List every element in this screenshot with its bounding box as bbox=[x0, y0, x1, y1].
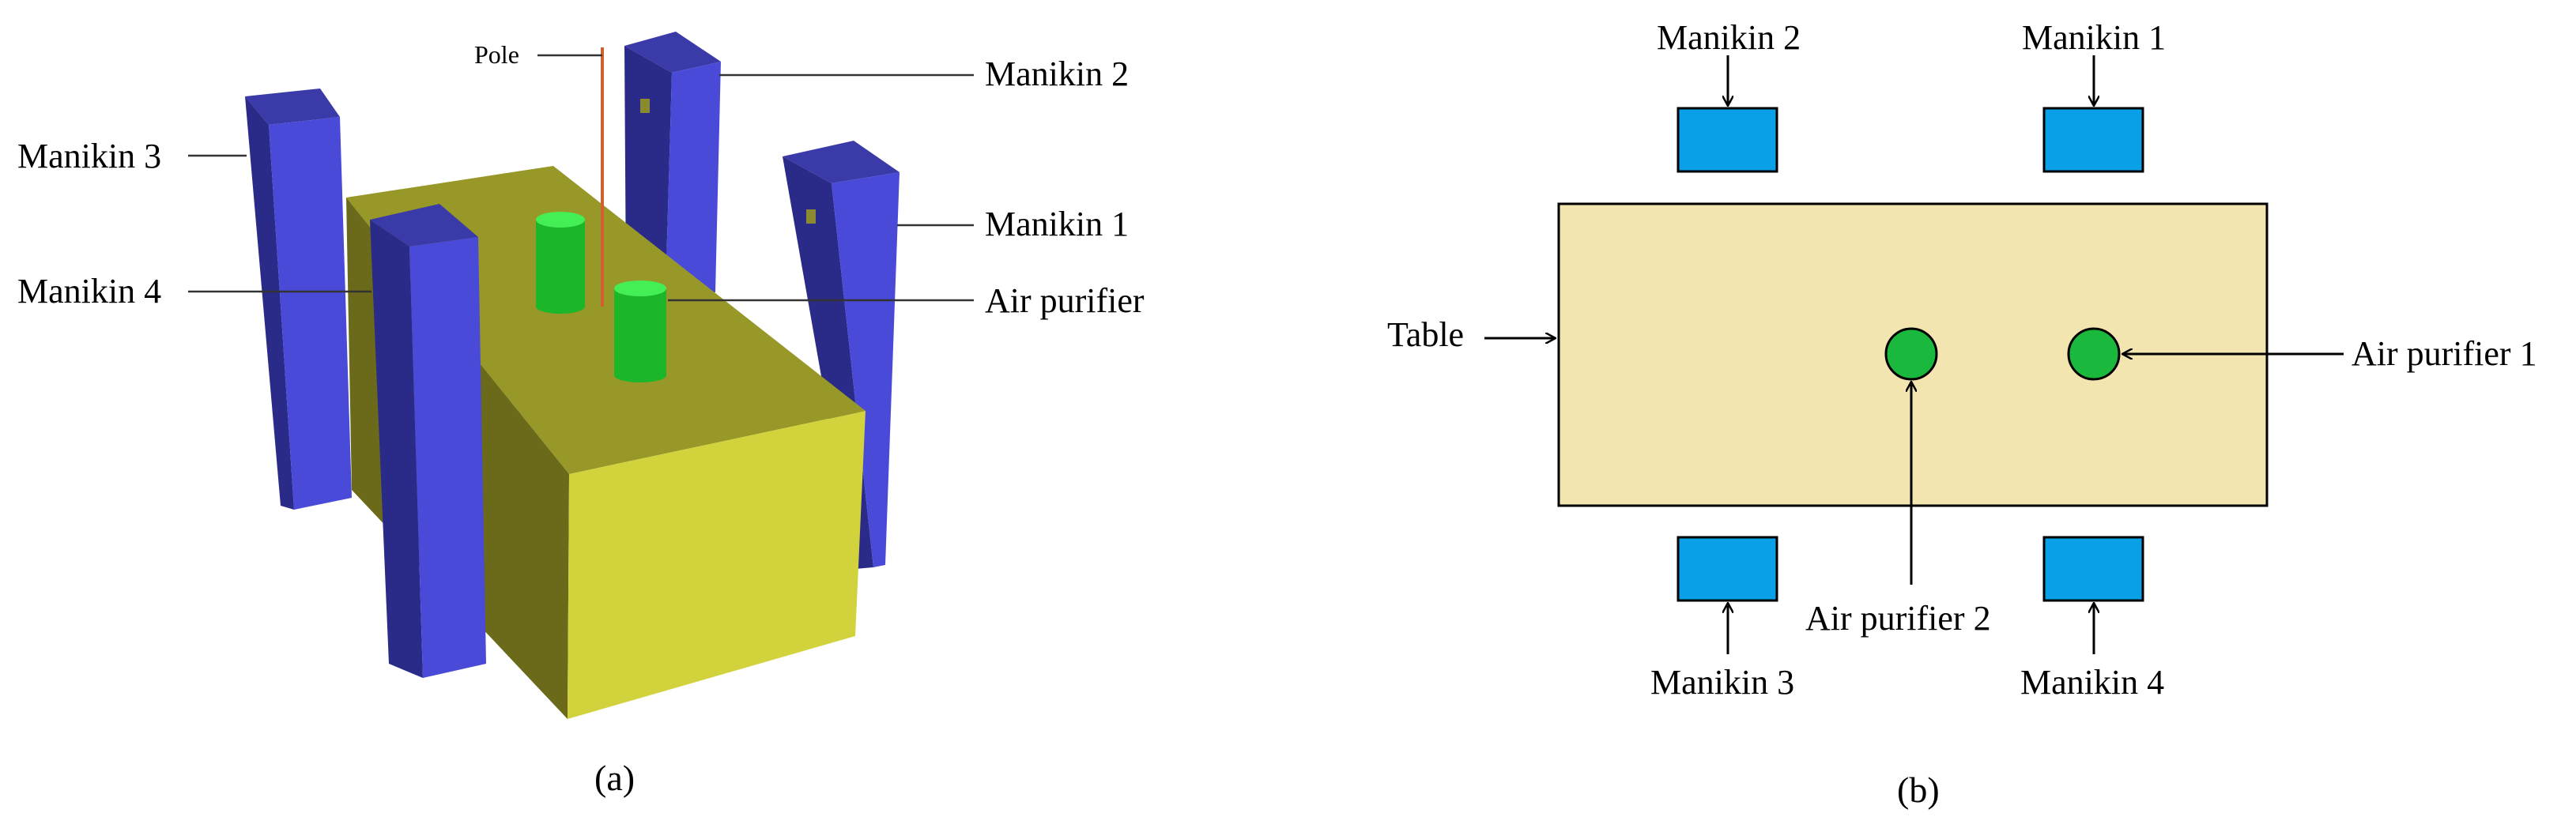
manikin-4-block bbox=[370, 204, 486, 678]
manikin-1-plan bbox=[2042, 107, 2144, 173]
manikin-1-label-a: Manikin 1 bbox=[985, 205, 1129, 243]
manikin-3-plan bbox=[1676, 536, 1778, 602]
manikin-3-label-b: Manikin 3 bbox=[1650, 663, 1794, 702]
caption-b: (b) bbox=[1897, 770, 1940, 810]
manikin-3-label-a: Manikin 3 bbox=[17, 137, 161, 175]
manikin-1-marker bbox=[806, 209, 816, 224]
caption-a: (a) bbox=[594, 758, 635, 798]
panel-b-arrows bbox=[1484, 55, 2344, 654]
air-purifier-label-a: Air purifier bbox=[985, 281, 1145, 320]
manikin-3-block bbox=[245, 88, 352, 510]
air-purifier-2-label-b: Air purifier 2 bbox=[1805, 599, 1991, 638]
air-purifier-2-plan bbox=[1884, 327, 1938, 381]
manikin-4-label-a: Manikin 4 bbox=[17, 272, 161, 311]
air-purifier-back bbox=[536, 212, 585, 314]
manikin-2-label-a: Manikin 2 bbox=[985, 55, 1129, 93]
manikin-1-label-b: Manikin 1 bbox=[2022, 18, 2166, 57]
panel-a-leader-lines bbox=[188, 54, 974, 302]
manikin-2-block bbox=[624, 32, 721, 292]
pole-label: Pole bbox=[474, 40, 519, 69]
manikin-4-label-b: Manikin 4 bbox=[2020, 663, 2164, 702]
air-purifier-1-plan bbox=[2067, 327, 2121, 381]
manikin-2-marker bbox=[640, 99, 650, 113]
table-label-b: Table bbox=[1387, 315, 1464, 354]
panel-b-plan-view: Manikin 2 Manikin 1 Manikin 3 Manikin 4 … bbox=[1387, 18, 2537, 810]
air-purifier-1-label-b: Air purifier 1 bbox=[2352, 334, 2537, 373]
air-purifier-front bbox=[614, 280, 666, 382]
manikin-4-plan bbox=[2042, 536, 2144, 602]
panel-a-3d-view: Pole Manikin 2 Manikin 1 Air purifier Ma… bbox=[17, 32, 1145, 798]
manikin-2-plan bbox=[1676, 107, 1778, 173]
manikin-2-label-b: Manikin 2 bbox=[1657, 18, 1801, 57]
